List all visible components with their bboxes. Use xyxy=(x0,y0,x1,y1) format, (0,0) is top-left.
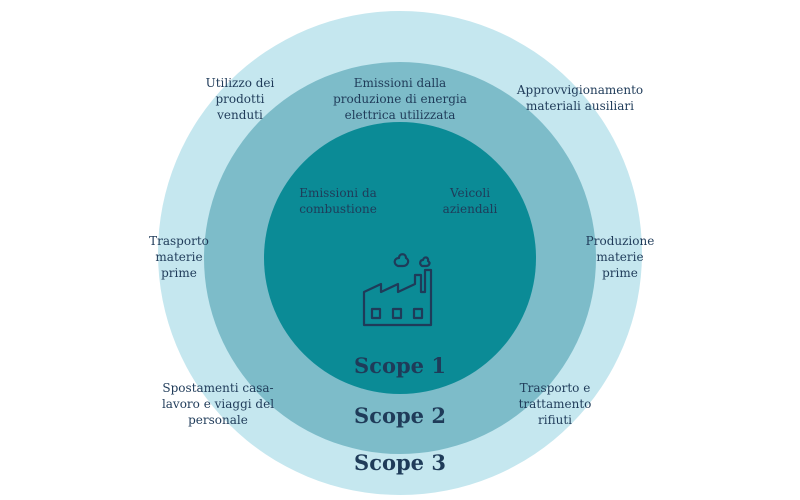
scope3-label: Scope 3 xyxy=(354,450,446,475)
scope1-label: Scope 1 xyxy=(354,353,446,378)
label-combustion-emissions: Emissioni da combustione xyxy=(299,186,377,216)
label-raw-materials-production: Produzione materie prime xyxy=(585,234,655,280)
label-company-vehicles: Veicoli aziendali xyxy=(442,186,498,216)
factory-icon xyxy=(362,253,433,327)
scope2-label: Scope 2 xyxy=(354,403,446,428)
label-electricity-emissions: Emissioni dalla produzione di energia el… xyxy=(333,76,467,122)
label-waste-transport-treatment: Trasporto e trattamento rifiuti xyxy=(518,381,592,427)
label-sold-products-use: Utilizzo dei prodotti venduti xyxy=(205,76,275,122)
label-raw-materials-transport: Trasporto materie prime xyxy=(149,234,209,280)
label-commuting-business-travel: Spostamenti casa- lavoro e viaggi del pe… xyxy=(161,381,275,427)
label-auxiliary-materials-procurement: Approvvigionamento materiali ausiliari xyxy=(516,83,644,113)
